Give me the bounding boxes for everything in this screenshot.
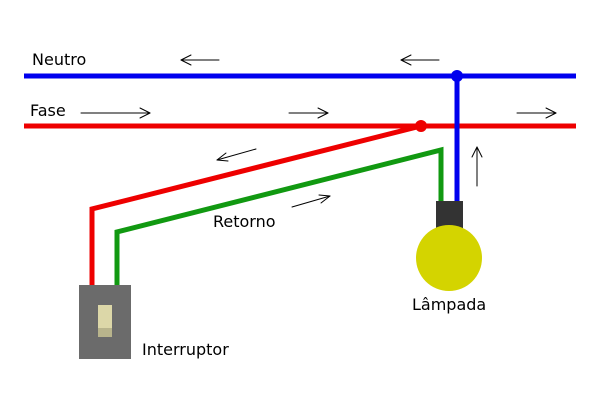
lampada-label: Lâmpada — [412, 295, 487, 314]
interruptor-label: Interruptor — [142, 340, 229, 359]
lamp-socket — [436, 201, 463, 229]
arrow-icon — [516, 107, 557, 119]
arrow-icon — [80, 107, 151, 119]
arrow-icon — [216, 148, 257, 162]
fase-label: Fase — [30, 101, 66, 120]
lamp-icon — [416, 201, 482, 291]
arrow-icon — [180, 54, 220, 66]
junction-dot-icon — [415, 120, 427, 132]
arrow-icon — [291, 194, 331, 208]
arrow-icon — [288, 107, 329, 119]
lamp-bulb — [416, 225, 482, 291]
retorno-wire — [114, 146, 444, 286]
neutro-label: Neutro — [32, 50, 87, 69]
junction-dot-icon — [451, 70, 463, 82]
switch-icon — [79, 285, 131, 359]
arrow-icon — [471, 146, 483, 187]
fase-branch-wire — [89, 123, 422, 286]
arrow-icon — [400, 54, 440, 66]
retorno-label: Retorno — [213, 212, 276, 231]
switch-lever-base — [98, 328, 112, 337]
